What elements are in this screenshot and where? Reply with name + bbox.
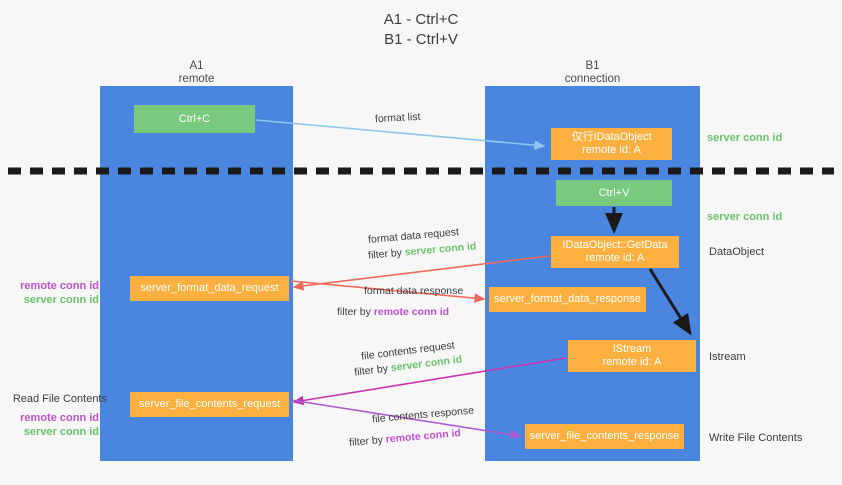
label-server-conn-id-1: server conn id bbox=[23, 294, 99, 306]
column-header-b1-name: B1 bbox=[585, 60, 600, 72]
page-title-line-1: A1 - Ctrl+C bbox=[383, 11, 459, 28]
box-idataobject-line-2: remote id: A bbox=[582, 144, 641, 156]
label-dataobject: DataObject bbox=[709, 246, 765, 258]
box-ctrl-v[interactable]: Ctrl+V bbox=[556, 180, 672, 206]
box-istream-line-1: IStream bbox=[612, 343, 652, 355]
edge-label-format-list: format list bbox=[374, 110, 421, 126]
label-server-conn-id-2: server conn id bbox=[23, 426, 99, 438]
edge-label-format-data-response-filter: filter by remote conn id bbox=[337, 305, 449, 320]
box-server-format-data-request[interactable]: server_format_data_request bbox=[130, 276, 289, 301]
arrow-format-list bbox=[255, 119, 546, 150]
label-server-conn-id-top: server conn id bbox=[707, 132, 783, 144]
column-header-a1: A1 remote bbox=[100, 60, 293, 86]
box-getdata-line-1: IDataObject::GetData bbox=[562, 239, 668, 251]
arrow-file-contents-response bbox=[290, 399, 522, 440]
column-header-a1-name: A1 bbox=[189, 60, 204, 72]
page-title-line-2: B1 - Ctrl+V bbox=[384, 31, 458, 48]
label-write-file-contents: Write File Contents bbox=[709, 432, 803, 444]
column-header-b1: B1 connection bbox=[485, 60, 700, 86]
column-header-b1-sub: connection bbox=[564, 73, 621, 85]
filter-by-text-1: filter by bbox=[367, 246, 406, 262]
box-idataobject[interactable]: 仅行IDataObject remote id: A bbox=[551, 128, 672, 160]
filter-by-text-4: filter by bbox=[348, 433, 387, 449]
arrow-format-data-request bbox=[292, 255, 550, 291]
label-conn-ids-file: remote conn id server conn id bbox=[7, 411, 99, 439]
edge-label-format-data-response: format data response bbox=[364, 285, 464, 297]
box-ctrl-c[interactable]: Ctrl+C bbox=[134, 105, 255, 133]
filter-remote-conn-id-1: remote conn id bbox=[373, 306, 450, 318]
box-server-file-contents-request[interactable]: server_file_contents_request bbox=[130, 392, 289, 417]
box-istream[interactable]: IStream remote id: A bbox=[568, 340, 696, 372]
arrow-file-contents-request bbox=[292, 357, 567, 406]
label-read-file-contents: Read File Contents bbox=[12, 393, 107, 405]
label-conn-ids-format: remote conn id server conn id bbox=[7, 279, 99, 307]
box-istream-line-2: remote id: A bbox=[602, 356, 662, 368]
filter-by-text-3: filter by bbox=[353, 362, 392, 379]
column-header-a1-sub: remote bbox=[178, 73, 215, 85]
arrow-getdata-to-istream bbox=[648, 268, 692, 336]
label-istream: Istream bbox=[709, 351, 746, 363]
box-idataobject-getdata[interactable]: IDataObject::GetData remote id: A bbox=[551, 236, 679, 268]
page-title: A1 - Ctrl+C B1 - Ctrl+V bbox=[0, 10, 842, 50]
box-server-format-data-response[interactable]: server_format_data_response bbox=[489, 287, 646, 312]
label-remote-conn-id-1: remote conn id bbox=[20, 280, 99, 292]
box-server-file-contents-response[interactable]: server_file_contents_response bbox=[525, 424, 684, 449]
filter-by-text-2: filter by bbox=[337, 306, 374, 318]
arrow-format-data-response bbox=[290, 280, 486, 303]
label-remote-conn-id-2: remote conn id bbox=[20, 412, 99, 424]
label-server-conn-id-mid: server conn id bbox=[707, 211, 783, 223]
box-getdata-line-2: remote id: A bbox=[585, 252, 645, 264]
box-idataobject-line-1: 仅行IDataObject bbox=[571, 131, 652, 143]
